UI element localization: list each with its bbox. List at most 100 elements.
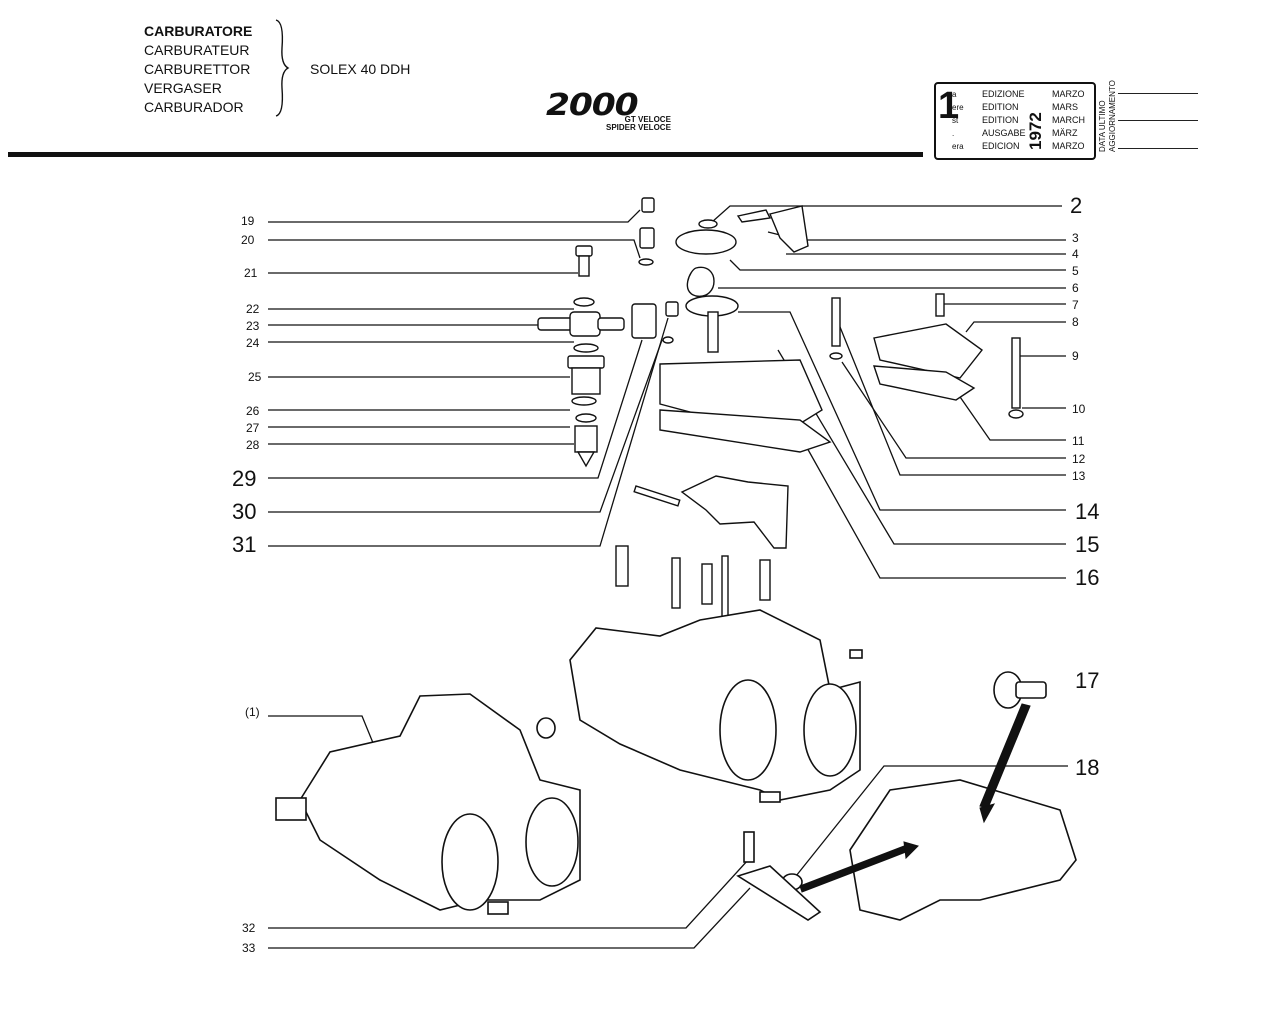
month-en: MARCH — [1052, 115, 1085, 125]
leader-13 — [837, 321, 1066, 476]
hex-nut-25 — [567, 355, 605, 369]
barrel-right — [803, 683, 857, 777]
barrel-left — [719, 679, 777, 781]
grub-screw — [849, 649, 863, 659]
edition-word-fr: EDITION — [982, 102, 1019, 112]
callout-4: 4 — [1072, 247, 1079, 261]
arrowhead-18 — [903, 841, 919, 860]
screw-9 — [1011, 337, 1021, 409]
banjo-bolt-head — [575, 245, 593, 257]
month-fr: MARS — [1052, 102, 1079, 112]
emulsion-tube-4 — [759, 559, 771, 601]
callout-18: 18 — [1075, 755, 1100, 780]
callout-27: 27 — [246, 421, 260, 435]
leader-16 — [805, 445, 1066, 579]
brace-icon — [275, 19, 290, 117]
callout-10: 10 — [1072, 402, 1086, 416]
callout-17: 17 — [1075, 668, 1100, 693]
ordinal-en: st — [952, 116, 959, 125]
callout-28: 28 — [246, 438, 260, 452]
callout-33: 33 — [242, 941, 256, 955]
part-name-fr: CARBURATEUR — [144, 42, 250, 58]
jet-28 — [574, 425, 598, 453]
edition-box — [934, 82, 1096, 160]
linkage-body — [849, 779, 1077, 921]
banjo-17-stem — [1015, 681, 1047, 699]
leader-5 — [729, 259, 1066, 271]
assembled-barrel-2 — [525, 797, 579, 887]
month-de: MÄRZ — [1052, 128, 1078, 138]
venturi-choke — [680, 475, 789, 549]
leader-8 — [965, 321, 1066, 333]
washer-12 — [829, 352, 843, 360]
threaded-body-25 — [571, 367, 601, 395]
callout-29: 29 — [232, 466, 257, 491]
callout-2: 2 — [1070, 193, 1083, 218]
jet-assembly-parts — [537, 197, 679, 468]
leader-2 — [711, 205, 1062, 223]
part-name-en: CARBURETTOR — [144, 61, 251, 77]
jet-tip-28 — [576, 451, 596, 468]
ordinal-fr: ere — [952, 103, 964, 112]
assembled-carburettor — [275, 693, 581, 915]
leader-3 — [767, 231, 1066, 241]
leader-11 — [957, 393, 1066, 441]
part-name-de: VERGASER — [144, 80, 222, 96]
spring-3 — [736, 209, 772, 223]
screw-31 — [665, 301, 679, 317]
screw-32 — [743, 831, 755, 863]
washer-22 — [573, 297, 595, 307]
screw-13 — [831, 297, 841, 347]
plate-8 — [873, 323, 984, 379]
update-line-3 — [1118, 148, 1198, 149]
assembled-outline — [299, 693, 581, 911]
edition-number: 1 — [938, 85, 960, 127]
month-it: MARZO — [1052, 89, 1085, 99]
screw-19 — [641, 197, 655, 213]
callout-24: 24 — [246, 336, 260, 350]
callout-32: 32 — [242, 921, 256, 935]
callout-22: 22 — [246, 302, 260, 316]
leader-29 — [268, 339, 643, 479]
leader-12 — [841, 361, 1066, 459]
emulsion-tube-1 — [671, 557, 681, 609]
model-logo: 2000 — [546, 88, 639, 123]
arrow-17 — [979, 703, 1031, 809]
washer-10 — [1008, 409, 1024, 419]
gasket-11 — [873, 365, 976, 401]
idle-screw — [615, 545, 629, 587]
ordinal-it: a — [952, 90, 957, 99]
callout-16: 16 — [1075, 565, 1100, 590]
stud — [759, 791, 781, 803]
ordinal-de: . — [952, 129, 955, 138]
update-line-2 — [1118, 120, 1198, 121]
variant-gt-veloce: GT VELOCE — [624, 115, 671, 124]
washer-30 — [662, 336, 674, 344]
callout-1: (1) — [245, 705, 260, 719]
callout-21: 21 — [244, 266, 258, 280]
venturi-parts — [615, 475, 789, 627]
callout-3: 3 — [1072, 231, 1079, 245]
edition-word-it: EDIZIONE — [982, 89, 1025, 99]
pin — [633, 485, 681, 507]
edition-months: MARZO MARS MARCH MÄRZ MARZO — [1052, 88, 1085, 153]
leader-33 — [268, 887, 751, 949]
callout-5: 5 — [1072, 264, 1079, 278]
callout-13: 13 — [1072, 469, 1086, 483]
leader-14 — [738, 311, 1066, 511]
edition-words: EDIZIONE EDITION EDITION AUSGABE EDICION — [982, 88, 1026, 153]
month-es: MARZO — [1052, 141, 1085, 151]
leader-lines — [268, 205, 1068, 949]
callout-19: 19 — [241, 214, 255, 228]
callout-11: 11 — [1072, 434, 1085, 448]
spring-6 — [686, 266, 715, 297]
pump-rod — [707, 311, 719, 353]
leader-19 — [268, 209, 641, 223]
body-outline — [569, 609, 861, 801]
leader-15 — [777, 349, 1066, 545]
spacer-20 — [639, 227, 655, 249]
carburettor-model: SOLEX 40 DDH — [310, 61, 411, 77]
linkage — [275, 797, 307, 821]
callout-26: 26 — [246, 404, 260, 418]
